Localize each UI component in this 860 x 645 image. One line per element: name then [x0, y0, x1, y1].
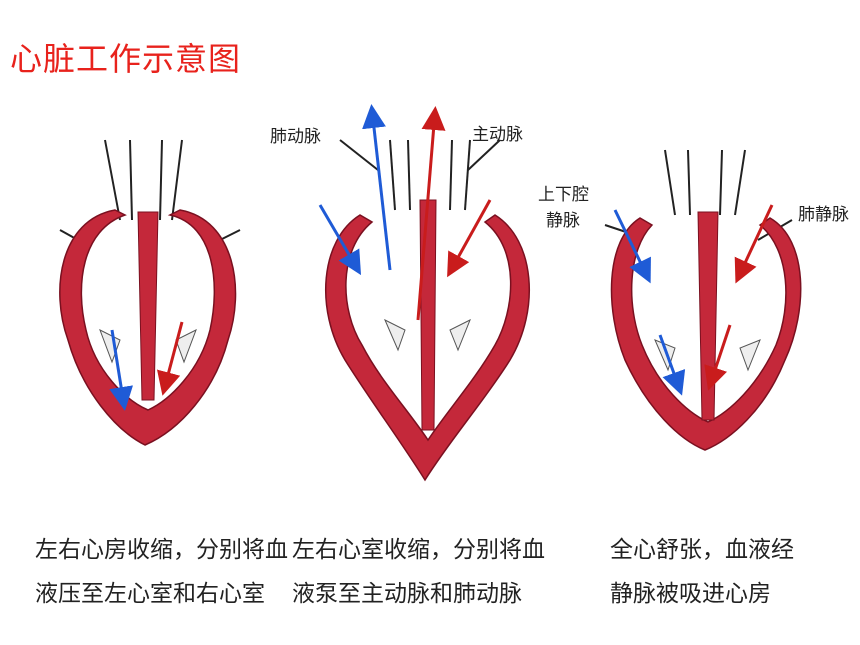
heart-diagram-atrial-systole — [20, 100, 280, 510]
caption-line: 左右心房收缩，分别将血 — [35, 537, 288, 563]
caption-line: 液泵至主动脉和肺动脉 — [292, 581, 522, 607]
heart-wall — [324, 214, 531, 482]
caption-line: 液压至左心室和右心室 — [35, 581, 265, 607]
septum — [137, 211, 159, 401]
arrow-blue — [109, 329, 134, 411]
label-vena-cava-2: 静脉 — [546, 211, 580, 231]
arrow-blue-1 — [613, 209, 651, 284]
vessel-lines — [339, 139, 501, 211]
arrow-blue-in — [318, 204, 362, 276]
septum — [419, 199, 437, 431]
vessel-lines — [59, 139, 241, 241]
label-aorta: 主动脉 — [472, 125, 523, 145]
heart-diagram-ventricular-systole: 肺动脉 主动脉 — [270, 100, 560, 510]
valve-right — [175, 328, 197, 364]
arrow-blue-2 — [658, 334, 686, 396]
arrow-red-1 — [734, 204, 774, 284]
arrow-red-up — [416, 106, 446, 321]
heart-diagram-diastole: 上下腔 静脉 肺静脉 — [538, 100, 849, 510]
arrow-red — [157, 321, 184, 396]
arrow-blue-up — [362, 104, 392, 271]
valve-right — [739, 339, 761, 372]
valve-right — [449, 318, 471, 352]
heart-wall — [610, 217, 802, 451]
vessel-lines — [604, 149, 793, 241]
heart-wall — [59, 209, 237, 446]
caption-ventricular-systole: 左右心室收缩，分别将血 液泵至主动脉和肺动脉 — [292, 528, 545, 616]
septum — [697, 211, 719, 421]
caption-diastole: 全心舒张，血液经 静脉被吸进心房 — [610, 528, 794, 616]
heart-svg-3: 上下腔 静脉 肺静脉 — [538, 149, 849, 451]
arrow-red-in — [447, 199, 492, 278]
caption-line: 左右心室收缩，分别将血 — [292, 537, 545, 563]
caption-line: 静脉被吸进心房 — [610, 581, 771, 607]
heart-svg-2: 肺动脉 主动脉 — [270, 104, 531, 482]
page-title: 心脏工作示意图 — [10, 40, 242, 78]
label-pulmonary-artery: 肺动脉 — [270, 127, 321, 147]
heart-svg-1 — [59, 139, 241, 446]
valve-left — [383, 318, 406, 352]
caption-atrial-systole: 左右心房收缩，分别将血 液压至左心室和右心室 — [35, 528, 288, 616]
arrow-red-2 — [704, 324, 732, 391]
label-vena-cava-1: 上下腔 — [538, 185, 589, 205]
label-pulmonary-vein: 肺静脉 — [798, 205, 849, 225]
caption-line: 全心舒张，血液经 — [610, 537, 794, 563]
